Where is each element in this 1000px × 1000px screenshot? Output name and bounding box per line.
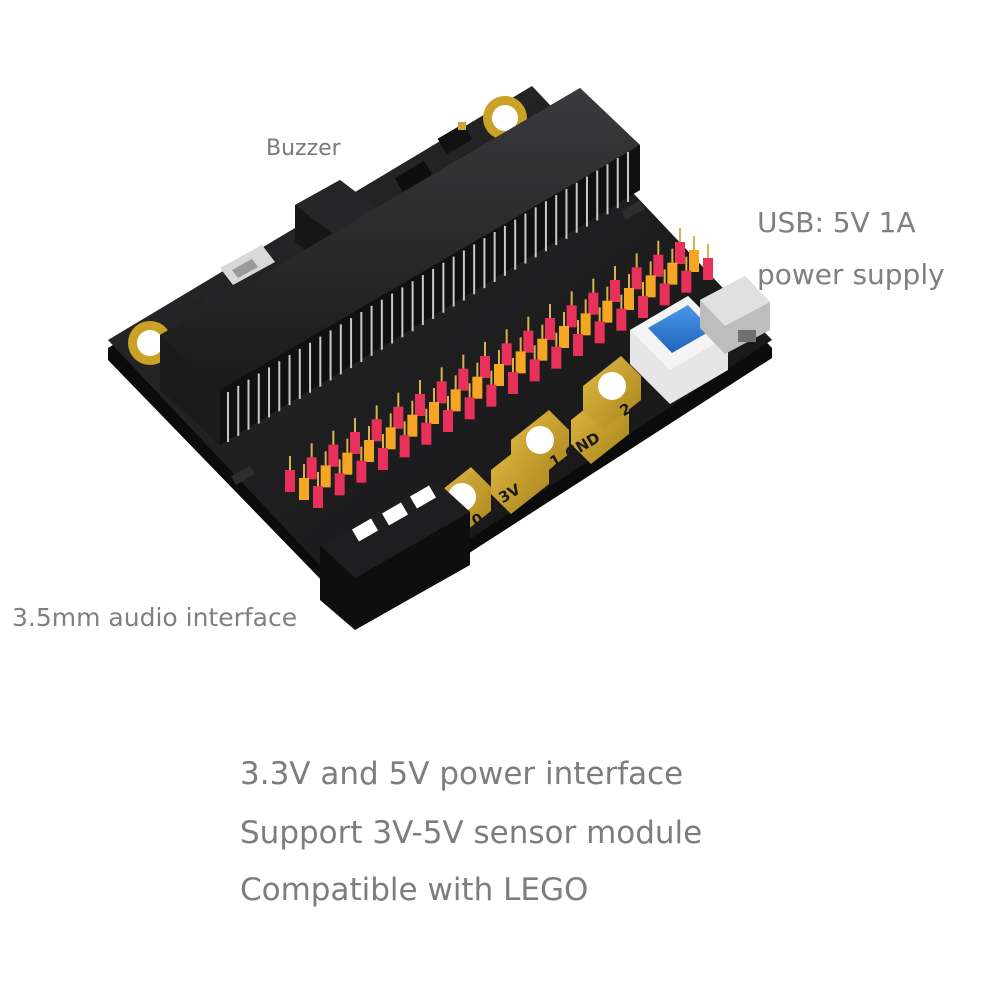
header-pin-block <box>443 410 453 432</box>
header-pin-block <box>681 270 692 293</box>
header-pin-block <box>334 473 345 496</box>
header-pin-block <box>378 448 388 470</box>
audio-jack <box>320 480 470 630</box>
mounting-holes <box>128 96 527 365</box>
header-pin-block <box>551 346 562 369</box>
feature-text-3: Compatible with LEGO <box>240 872 589 908</box>
slide-switch[interactable] <box>220 245 275 285</box>
usb-port <box>700 276 770 354</box>
header-pin-block <box>610 280 620 302</box>
header-pin-block <box>306 457 317 480</box>
header-pin-block <box>385 427 396 450</box>
header-pin-block <box>573 334 583 356</box>
header-pin-block <box>364 440 374 462</box>
header-pin-block <box>393 406 404 429</box>
header-pin-block <box>566 305 577 328</box>
pad-hole <box>598 372 626 400</box>
header-pin-block <box>472 376 483 399</box>
header-pin-block <box>645 275 656 298</box>
header-pin-block <box>559 326 569 348</box>
header-pin-block <box>624 288 634 310</box>
header-pin-block <box>616 308 627 331</box>
header-pins <box>285 228 713 508</box>
usb-label-line1: USB: 5V 1A <box>757 206 916 239</box>
feature-text-1: 3.3V and 5V power interface <box>240 756 684 792</box>
header-pin-block <box>537 338 548 361</box>
usb-label-line2: power supply <box>757 258 945 291</box>
header-pin-block <box>285 470 295 492</box>
header-pin-block <box>638 296 648 318</box>
header-pin-block <box>320 465 331 488</box>
header-pin-block <box>407 414 418 437</box>
feature-text-2: Support 3V-5V sensor module <box>240 815 703 851</box>
header-pin-block <box>689 250 699 272</box>
header-pin-block <box>415 394 425 416</box>
header-pin-block <box>529 359 540 382</box>
header-pin-block <box>480 356 490 378</box>
header-pin-block <box>464 397 475 420</box>
header-pin-block <box>421 422 432 445</box>
connector-contacts <box>227 152 629 442</box>
header-pin-block <box>429 402 439 424</box>
header-pin-block <box>675 242 685 264</box>
header-pin-block <box>450 389 461 412</box>
header-pin-block <box>501 343 512 366</box>
header-pin-block <box>458 368 469 391</box>
header-pin-block <box>399 435 410 458</box>
header-pin-block <box>436 381 447 404</box>
header-pin-block <box>588 292 599 315</box>
buzzer-label: Buzzer <box>266 136 341 161</box>
pcb-board <box>108 86 772 622</box>
header-pin-block <box>486 384 497 407</box>
header-pin-block <box>494 364 504 386</box>
header-pin-block <box>631 267 642 290</box>
header-pin-block <box>703 258 713 280</box>
pad-hole <box>526 426 554 454</box>
header-pin-block <box>371 419 382 442</box>
header-pin-block <box>328 444 339 467</box>
header-pin-block <box>602 300 613 323</box>
header-pin-block <box>545 318 555 340</box>
header-pin-block <box>342 452 353 475</box>
header-pin-block <box>515 351 526 374</box>
header-pin-block <box>580 313 591 336</box>
header-pin-block <box>667 262 678 285</box>
header-pin-block <box>653 254 664 277</box>
header-pin-block <box>299 478 309 500</box>
header-pin-block <box>356 460 367 483</box>
header-pin-block <box>350 432 360 454</box>
audio-label: 3.5mm audio interface <box>12 603 298 632</box>
smd-components <box>183 122 646 485</box>
header-pin-block <box>523 330 534 353</box>
header-pin-block <box>508 372 518 394</box>
header-pin-block <box>594 321 605 344</box>
header-pin-block <box>313 486 323 508</box>
header-pin-block <box>659 283 670 306</box>
